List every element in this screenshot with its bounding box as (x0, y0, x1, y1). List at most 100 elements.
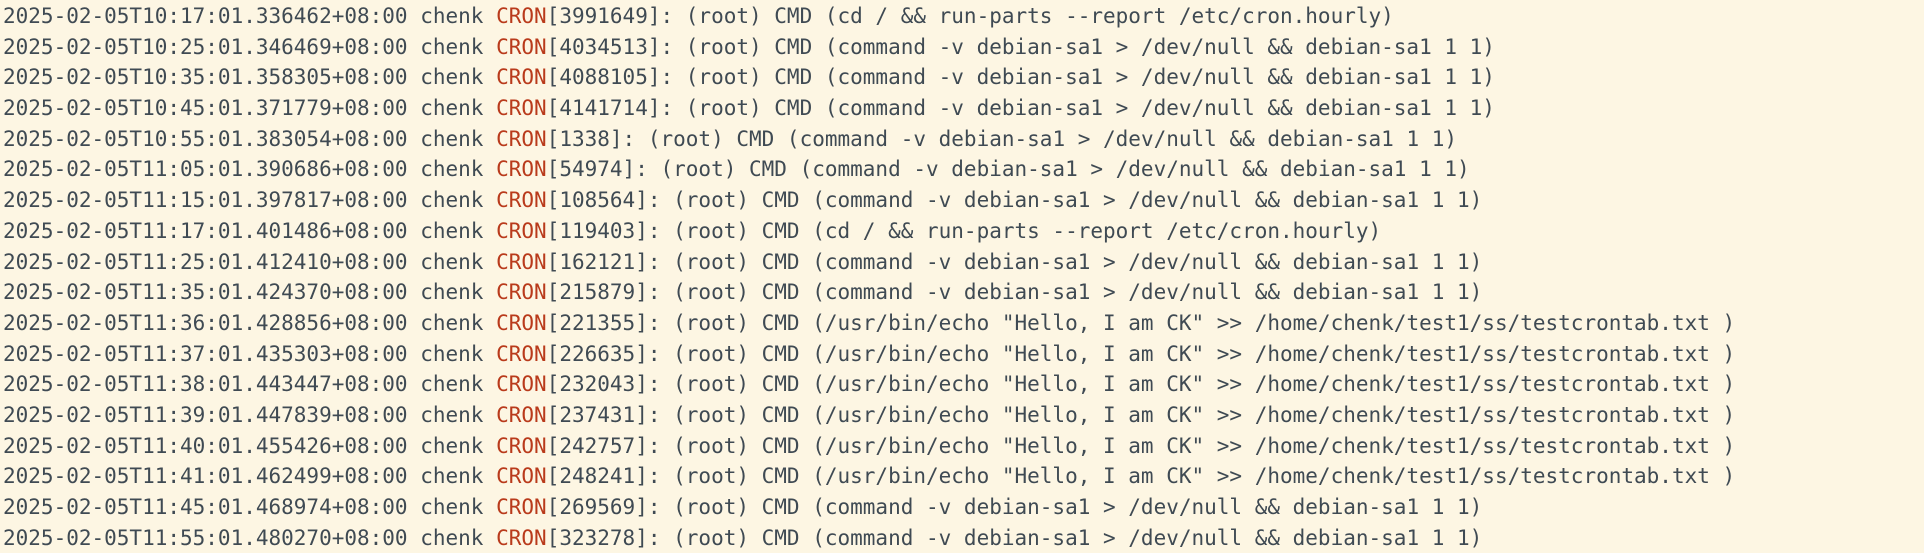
log-pid: [4088105]: (546, 65, 674, 90)
log-timestamp: 2025-02-05T10:45:01.371779+08:00 (3, 96, 408, 121)
log-timestamp: 2025-02-05T11:55:01.480270+08:00 (3, 525, 408, 550)
log-hostname: chenk (420, 157, 484, 182)
log-process-name: CRON (496, 433, 547, 458)
log-line: 2025-02-05T11:15:01.397817+08:00 chenk C… (3, 185, 1924, 216)
log-hostname: chenk (420, 341, 484, 366)
log-timestamp: 2025-02-05T10:17:01.336462+08:00 (3, 4, 408, 28)
log-message: (root) CMD (/usr/bin/echo "Hello, I am C… (673, 341, 1736, 366)
log-message: (root) CMD (command -v debian-sa1 > /dev… (685, 96, 1495, 121)
log-pid: [323278]: (546, 525, 661, 550)
log-message: (root) CMD (command -v debian-sa1 > /dev… (673, 249, 1483, 274)
log-pid: [4141714]: (546, 96, 674, 121)
log-timestamp: 2025-02-05T11:40:01.455426+08:00 (3, 433, 408, 458)
log-process-name: CRON (496, 4, 547, 28)
log-pid: [215879]: (546, 280, 661, 305)
log-message: (root) CMD (cd / && run-parts --report /… (685, 4, 1394, 28)
log-message: (root) CMD (/usr/bin/echo "Hello, I am C… (673, 402, 1736, 427)
log-timestamp: 2025-02-05T11:36:01.428856+08:00 (3, 310, 408, 335)
log-message: (root) CMD (/usr/bin/echo "Hello, I am C… (673, 310, 1736, 335)
log-hostname: chenk (420, 525, 484, 550)
log-timestamp: 2025-02-05T11:17:01.401486+08:00 (3, 218, 408, 243)
log-hostname: chenk (420, 34, 484, 59)
log-timestamp: 2025-02-05T11:15:01.397817+08:00 (3, 188, 408, 213)
log-line: 2025-02-05T10:45:01.371779+08:00 chenk C… (3, 93, 1924, 124)
log-timestamp: 2025-02-05T11:05:01.390686+08:00 (3, 157, 408, 182)
log-process-name: CRON (496, 218, 547, 243)
log-hostname: chenk (420, 188, 484, 213)
log-pid: [242757]: (546, 433, 661, 458)
log-message: (root) CMD (command -v debian-sa1 > /dev… (660, 157, 1470, 182)
log-message: (root) CMD (/usr/bin/echo "Hello, I am C… (673, 372, 1736, 397)
log-message: (root) CMD (/usr/bin/echo "Hello, I am C… (673, 433, 1736, 458)
log-hostname: chenk (420, 464, 484, 489)
log-line: 2025-02-05T10:17:01.336462+08:00 chenk C… (3, 1, 1924, 32)
log-process-name: CRON (496, 402, 547, 427)
log-pid: [269569]: (546, 495, 661, 519)
log-process-name: CRON (496, 34, 547, 59)
log-hostname: chenk (420, 402, 484, 427)
log-timestamp: 2025-02-05T11:35:01.424370+08:00 (3, 280, 408, 305)
log-line: 2025-02-05T11:55:01.480270+08:00 chenk C… (3, 523, 1924, 553)
log-hostname: chenk (420, 218, 484, 243)
log-message: (root) CMD (command -v debian-sa1 > /dev… (673, 188, 1483, 213)
log-timestamp: 2025-02-05T11:25:01.412410+08:00 (3, 249, 408, 274)
log-message: (root) CMD (command -v debian-sa1 > /dev… (673, 495, 1483, 519)
log-timestamp: 2025-02-05T10:55:01.383054+08:00 (3, 126, 408, 151)
log-line: 2025-02-05T11:05:01.390686+08:00 chenk C… (3, 154, 1924, 185)
log-hostname: chenk (420, 310, 484, 335)
log-line: 2025-02-05T11:45:01.468974+08:00 chenk C… (3, 492, 1924, 523)
log-line: 2025-02-05T11:39:01.447839+08:00 chenk C… (3, 400, 1924, 431)
log-hostname: chenk (420, 249, 484, 274)
log-hostname: chenk (420, 96, 484, 121)
log-hostname: chenk (420, 372, 484, 397)
log-line: 2025-02-05T11:37:01.435303+08:00 chenk C… (3, 339, 1924, 370)
log-pid: [237431]: (546, 402, 661, 427)
log-process-name: CRON (496, 96, 547, 121)
log-process-name: CRON (496, 310, 547, 335)
log-hostname: chenk (420, 280, 484, 305)
log-message: (root) CMD (command -v debian-sa1 > /dev… (673, 525, 1483, 550)
log-timestamp: 2025-02-05T11:38:01.443447+08:00 (3, 372, 408, 397)
log-pid: [3991649]: (546, 4, 674, 28)
log-pid: [54974]: (546, 157, 648, 182)
log-process-name: CRON (496, 126, 547, 151)
log-message: (root) CMD (command -v debian-sa1 > /dev… (673, 280, 1483, 305)
log-hostname: chenk (420, 433, 484, 458)
log-timestamp: 2025-02-05T11:39:01.447839+08:00 (3, 402, 408, 427)
log-hostname: chenk (420, 65, 484, 90)
log-process-name: CRON (496, 372, 547, 397)
log-line: 2025-02-05T11:36:01.428856+08:00 chenk C… (3, 308, 1924, 339)
log-process-name: CRON (496, 188, 547, 213)
log-hostname: chenk (420, 4, 484, 28)
log-timestamp: 2025-02-05T11:41:01.462499+08:00 (3, 464, 408, 489)
log-timestamp: 2025-02-05T11:37:01.435303+08:00 (3, 341, 408, 366)
log-line: 2025-02-05T10:25:01.346469+08:00 chenk C… (3, 32, 1924, 63)
log-line: 2025-02-05T11:25:01.412410+08:00 chenk C… (3, 247, 1924, 278)
log-timestamp: 2025-02-05T10:35:01.358305+08:00 (3, 65, 408, 90)
log-pid: [1338]: (546, 126, 636, 151)
log-process-name: CRON (496, 249, 547, 274)
log-line: 2025-02-05T10:55:01.383054+08:00 chenk C… (3, 124, 1924, 155)
log-hostname: chenk (420, 126, 484, 151)
log-line: 2025-02-05T11:38:01.443447+08:00 chenk C… (3, 369, 1924, 400)
log-message: (root) CMD (cd / && run-parts --report /… (673, 218, 1382, 243)
log-pid: [108564]: (546, 188, 661, 213)
log-timestamp: 2025-02-05T11:45:01.468974+08:00 (3, 495, 408, 519)
log-process-name: CRON (496, 65, 547, 90)
log-line: 2025-02-05T11:17:01.401486+08:00 chenk C… (3, 216, 1924, 247)
log-hostname: chenk (420, 495, 484, 519)
log-line: 2025-02-05T11:40:01.455426+08:00 chenk C… (3, 431, 1924, 462)
log-timestamp: 2025-02-05T10:25:01.346469+08:00 (3, 34, 408, 59)
log-message: (root) CMD (command -v debian-sa1 > /dev… (685, 65, 1495, 90)
log-pid: [248241]: (546, 464, 661, 489)
log-process-name: CRON (496, 341, 547, 366)
log-pid: [232043]: (546, 372, 661, 397)
log-line: 2025-02-05T11:35:01.424370+08:00 chenk C… (3, 277, 1924, 308)
log-process-name: CRON (496, 495, 547, 519)
log-pid: [4034513]: (546, 34, 674, 59)
log-message: (root) CMD (command -v debian-sa1 > /dev… (685, 34, 1495, 59)
log-process-name: CRON (496, 525, 547, 550)
log-process-name: CRON (496, 464, 547, 489)
log-pid: [119403]: (546, 218, 661, 243)
